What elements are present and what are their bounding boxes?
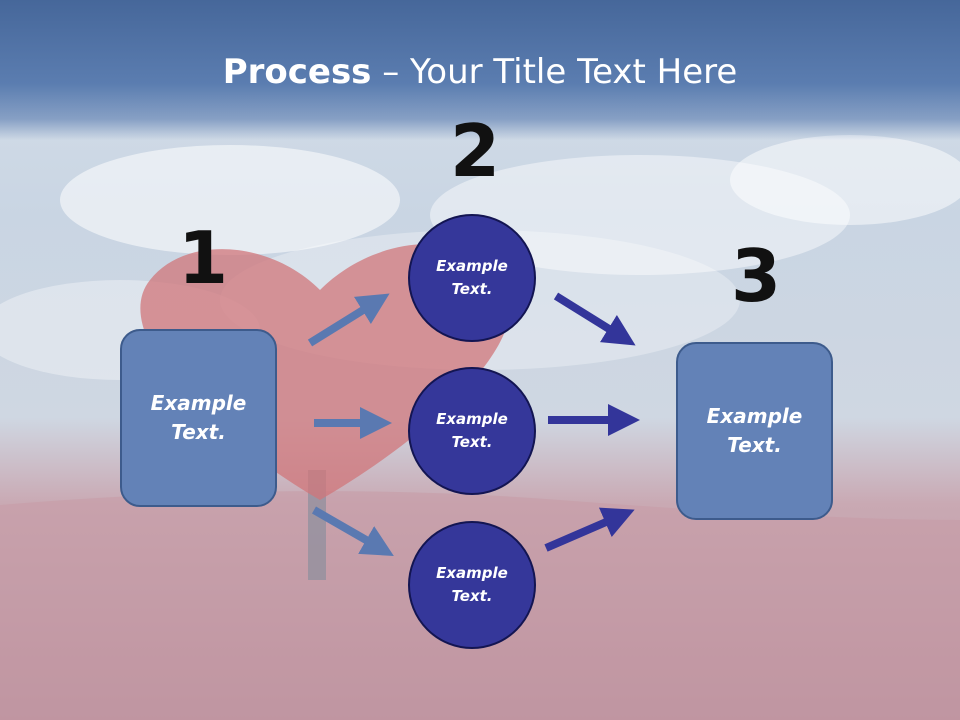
step-3-label: Example Text.	[706, 404, 803, 457]
circle-bottom-label: Example Text.	[436, 564, 508, 605]
step-2-circle-bottom: Example Text.	[408, 521, 536, 649]
arrow-top-to-3	[553, 292, 636, 346]
step-1-box: Example Text.	[120, 329, 277, 507]
title-band	[0, 0, 960, 140]
arrow-bottom-to-3	[544, 507, 635, 552]
title-rest: – Your Title Text Here	[371, 52, 738, 92]
circle-top-label: Example Text.	[436, 257, 508, 298]
title-bold: Process	[222, 52, 372, 92]
slide-title: Process – Your Title Text Here	[0, 52, 960, 92]
step-number-1: 1	[178, 216, 229, 300]
circle-middle-label: Example Text.	[436, 410, 508, 451]
step-1-label: Example Text.	[150, 391, 247, 444]
arrow-1-to-bottom	[312, 506, 394, 556]
arrow-1-to-top	[307, 293, 390, 347]
step-3-box: Example Text.	[676, 342, 833, 520]
step-2-circle-top: Example Text.	[408, 214, 536, 342]
step-number-3: 3	[731, 234, 782, 318]
step-2-circle-middle: Example Text.	[408, 367, 536, 495]
step-number-2: 2	[450, 109, 501, 193]
